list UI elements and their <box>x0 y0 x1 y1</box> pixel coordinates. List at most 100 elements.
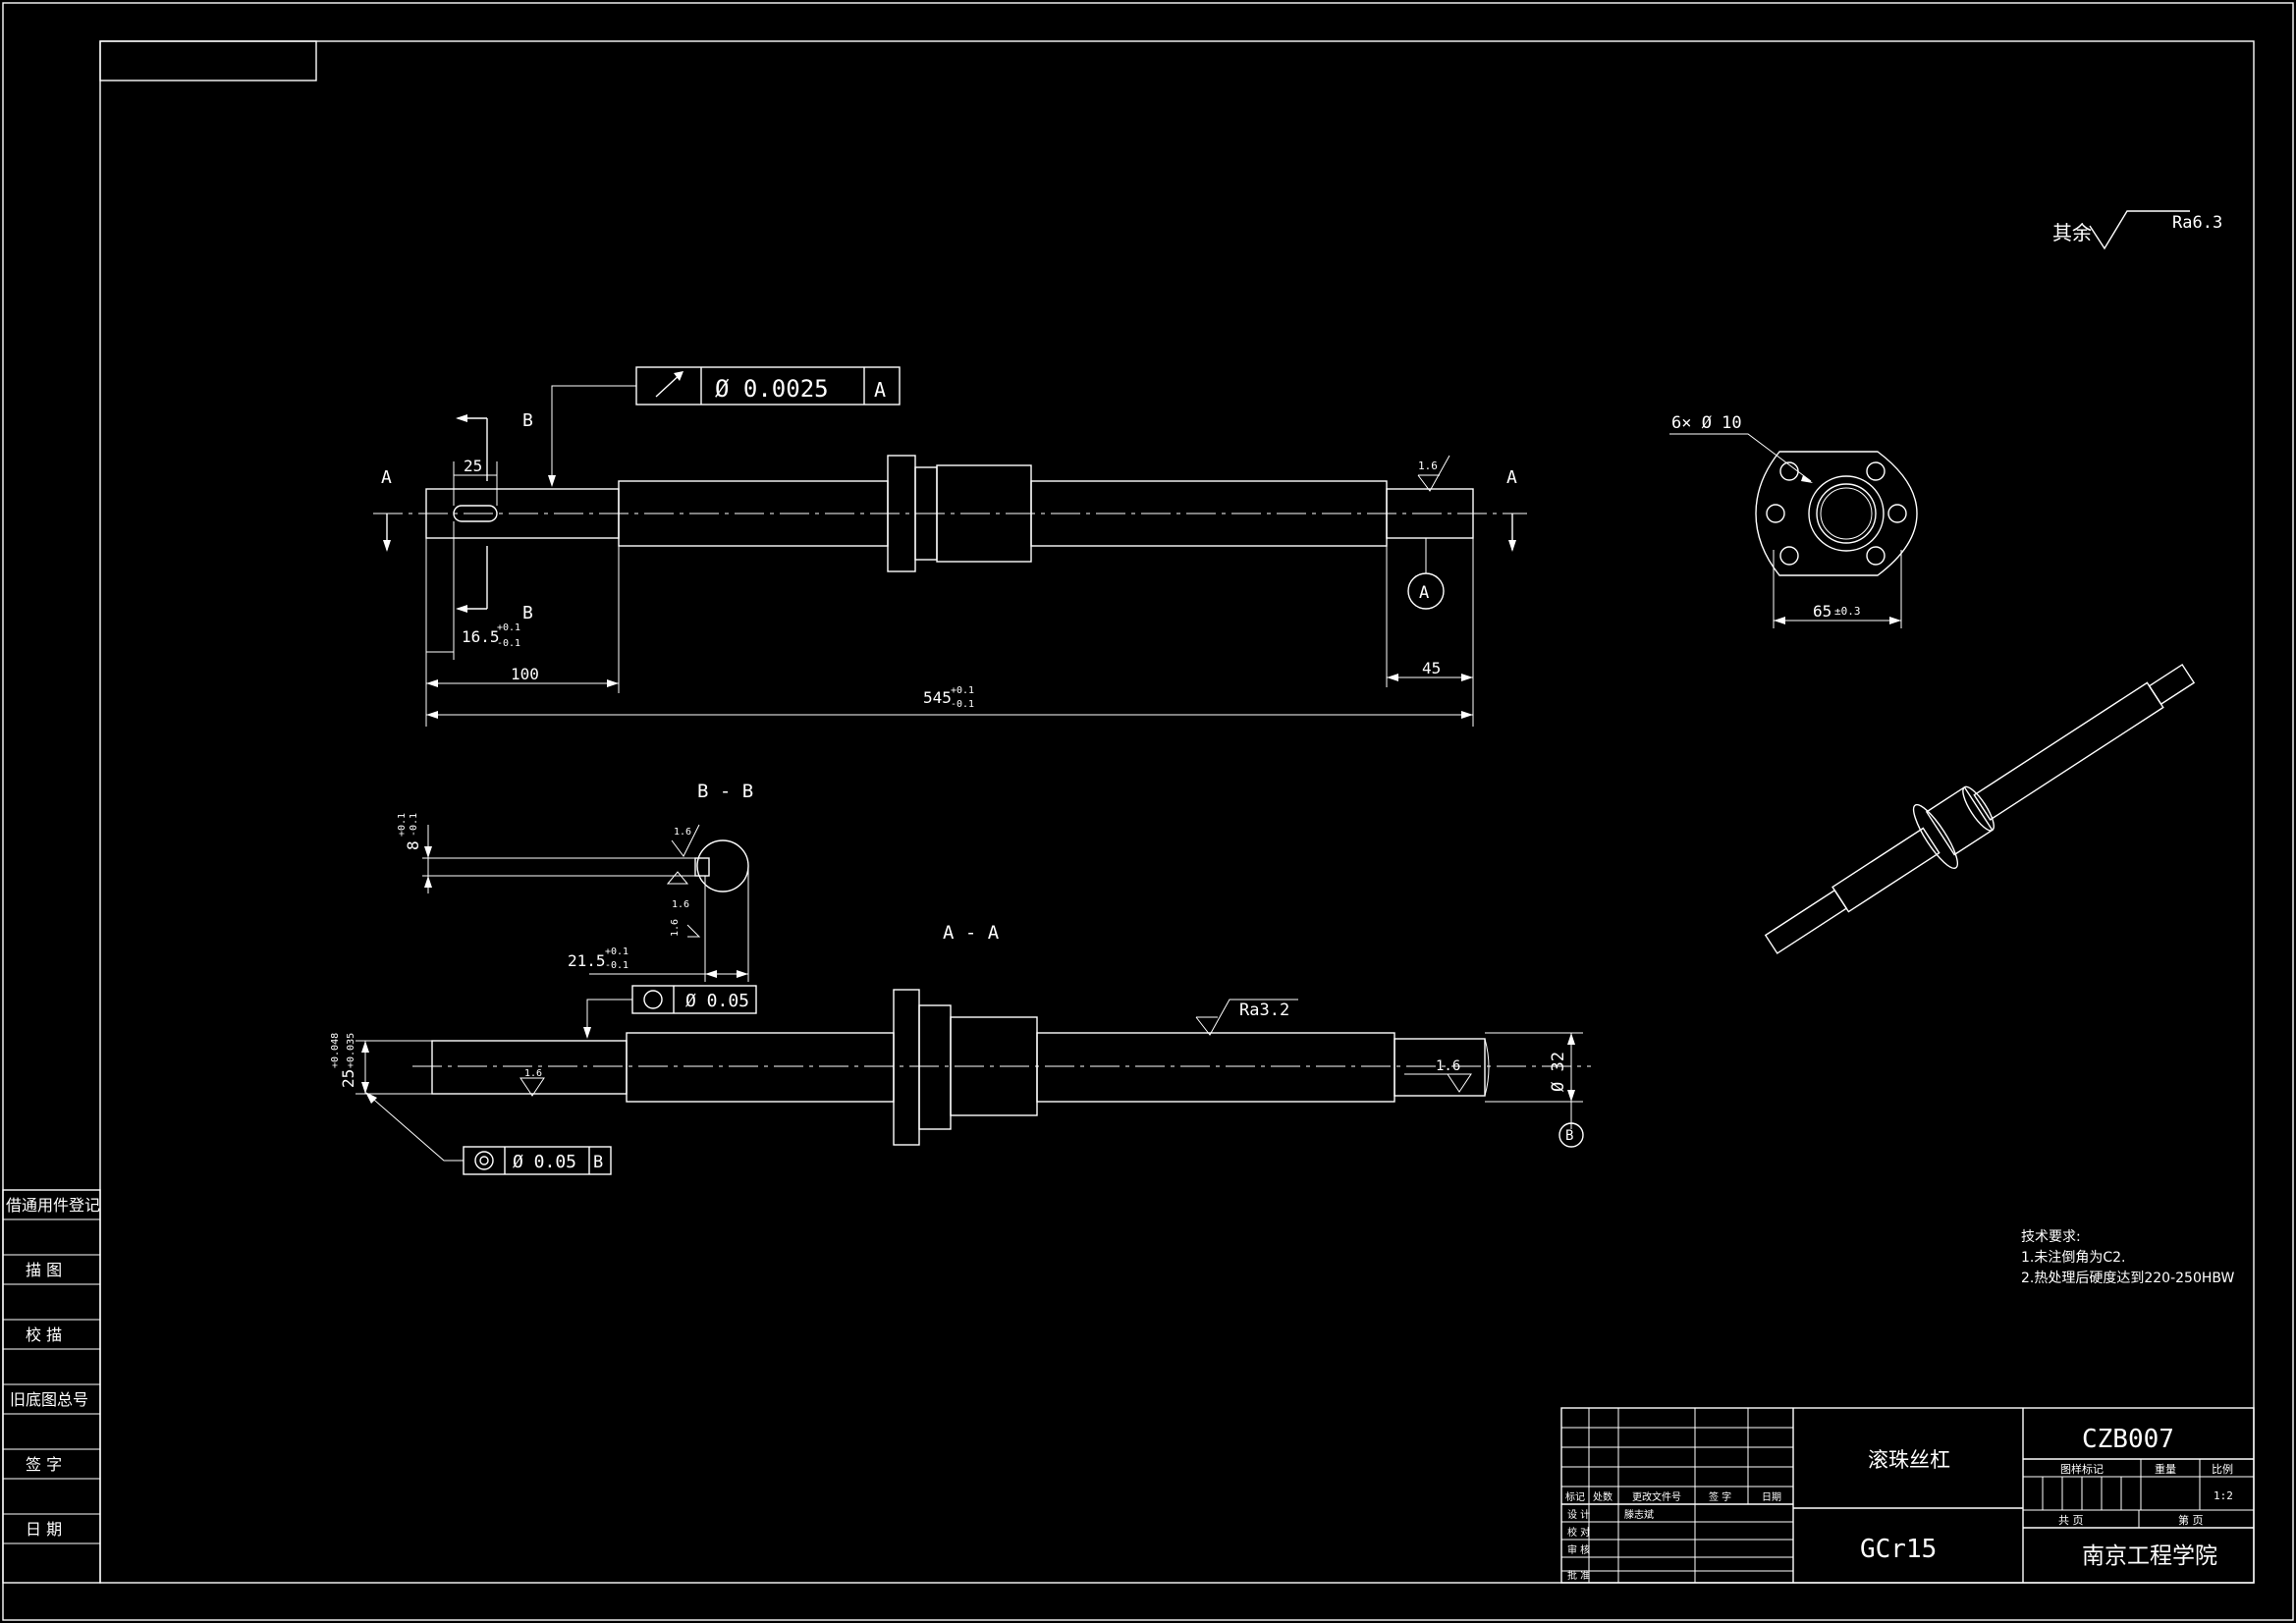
roughness-note: 其余 Ra6.3 <box>2052 210 2222 250</box>
dim-right-journal: 45 <box>1422 659 1441 677</box>
flange-pcd-value: 65 <box>1813 602 1831 621</box>
section-label-b-top: B <box>522 410 533 431</box>
runout-tolerance-value: Ø 0.0025 <box>715 375 829 403</box>
stage-label: 图样标记 <box>2060 1462 2104 1476</box>
roughness-note-value: Ra6.3 <box>2172 213 2222 233</box>
rev-header-date: 日期 <box>1762 1491 1781 1503</box>
sign-row-design: 设 计 <box>1567 1508 1590 1521</box>
isometric-view <box>1764 663 2196 954</box>
datum-b-label: B <box>1565 1128 1573 1144</box>
dim-total-tol-up: +0.1 <box>951 685 974 696</box>
aa-left-diameter-tol-lo: +0.035 <box>346 1033 356 1068</box>
rev-header-mark: 标记 <box>1565 1491 1585 1503</box>
runout-tolerance-datum: A <box>874 378 886 402</box>
sign-row-approve: 批 准 <box>1567 1569 1590 1582</box>
dim-left-journal: 100 <box>511 665 539 683</box>
tech-requirements: 技术要求: 1.未注倒角为C2. 2.热处理后硬度达到220-250HBW <box>2021 1229 2234 1286</box>
sign-row-check: 校 对 <box>1567 1526 1590 1539</box>
school-name: 南京工程学院 <box>2082 1543 2217 1569</box>
coaxiality-tolerance-datum: B <box>593 1153 603 1172</box>
flange-outline <box>1755 451 1918 576</box>
bb-width-value: 21.5 <box>568 951 606 970</box>
dim-total-tol-lo: -0.1 <box>951 699 974 710</box>
datum-a-circle <box>1407 572 1445 610</box>
datum-b-circle <box>1558 1122 1584 1148</box>
left-strip-item-5: 签 字 <box>26 1455 62 1474</box>
aa-left-diameter-tol-up: +0.048 <box>330 1033 341 1068</box>
aa-right-thread <box>1036 1032 1395 1103</box>
roughness-note-prefix: 其余 <box>2052 221 2092 244</box>
bb-depth-tol-up: +0.1 <box>397 813 408 837</box>
section-bb-title: B - B <box>697 781 753 802</box>
section-aa: A - A Ø 0.05 Ø 0.05 B <box>330 922 1591 1175</box>
section-bb: B - B 8 +0.1 -0.1 1.6 1.6 1.6 21.5 +0.1 … <box>397 781 753 982</box>
bb-roughness-3: 1.6 <box>670 919 681 937</box>
scale-label: 比例 <box>2212 1462 2233 1476</box>
keyway <box>453 505 498 522</box>
tech-requirements-title: 技术要求: <box>2021 1229 2081 1245</box>
flange-view: 6× Ø 10 65 ±0.3 <box>1669 413 1918 628</box>
aa-roughness-thread: Ra3.2 <box>1239 1001 1289 1020</box>
bb-roughness-1: 1.6 <box>674 827 691 838</box>
roughness-end-value: 1.6 <box>1418 460 1438 472</box>
drawing-number: CZB007 <box>2082 1425 2174 1454</box>
aa-roughness-left: 1.6 <box>524 1068 542 1079</box>
front-view: A A B B Ø 0.0025 A 1.6 A <box>373 366 1527 727</box>
tech-requirement-1: 1.未注倒角为C2. <box>2021 1250 2126 1266</box>
aa-roughness-right: 1.6 <box>1436 1058 1460 1074</box>
aa-nut-flange <box>893 989 920 1146</box>
dim-keyway-position-tol-up: +0.1 <box>497 622 520 633</box>
left-strip-item-1: 借通用件登记 <box>6 1196 100 1215</box>
bb-depth-tol-lo: -0.1 <box>409 813 419 837</box>
designer-name: 滕志斌 <box>1624 1508 1654 1521</box>
bb-depth-value: 8 <box>404 840 422 850</box>
coaxiality-tolerance-frame: Ø 0.05 B <box>365 1092 612 1175</box>
rev-header-sign: 签 字 <box>1709 1490 1731 1503</box>
section-label-b-bottom: B <box>522 603 533 623</box>
dim-keyway-position: 16.5 <box>462 627 500 646</box>
coaxiality-tolerance-value: Ø 0.05 <box>513 1152 576 1172</box>
flange-pcd-tol: ±0.3 <box>1834 605 1861 618</box>
tech-requirement-2: 2.热处理后硬度达到220-250HBW <box>2021 1271 2234 1286</box>
aa-left-journal <box>431 1040 628 1095</box>
material: GCr15 <box>1860 1535 1937 1564</box>
section-label-a-right: A <box>1506 467 1517 488</box>
aa-right-journal <box>1394 1038 1486 1097</box>
aa-nut-collar <box>918 1004 952 1130</box>
weight-label: 重量 <box>2155 1462 2176 1476</box>
roundness-tolerance-value: Ø 0.05 <box>685 991 749 1011</box>
sheet-number: 第 页 <box>2178 1513 2204 1527</box>
bb-width-tol-up: +0.1 <box>605 947 629 957</box>
front-dimensions: 25 16.5 +0.1 -0.1 100 45 545 +0.1 -0.1 <box>425 457 1474 727</box>
bb-width-tol-lo: -0.1 <box>605 960 629 971</box>
left-strip-item-4: 旧底图总号 <box>10 1390 88 1409</box>
roundness-icon <box>643 990 663 1009</box>
part-name: 滚珠丝杠 <box>1868 1448 1950 1472</box>
coaxiality-outer-icon <box>474 1151 494 1170</box>
dim-total-length: 545 <box>923 688 952 707</box>
revision-grid <box>1561 1408 1793 1583</box>
scale-value: 1:2 <box>2214 1489 2233 1502</box>
roughness-end-icon <box>1417 455 1450 492</box>
aa-left-diameter: 25 <box>339 1069 357 1088</box>
rev-header-doc: 更改文件号 <box>1632 1490 1681 1503</box>
roundness-tolerance-frame: Ø 0.05 <box>583 985 757 1039</box>
left-strip-item-2: 描 图 <box>26 1261 62 1279</box>
right-journal <box>1386 488 1474 539</box>
dim-keyway-position-tol-lo: -0.1 <box>497 638 520 649</box>
sign-row-review: 审 核 <box>1567 1543 1590 1556</box>
roughness-symbol-icon <box>2089 210 2190 250</box>
aa-right-diameter: Ø 32 <box>1549 1052 1568 1092</box>
left-strip-item-3: 校 描 <box>26 1325 62 1344</box>
sheets-total: 共 页 <box>2058 1514 2084 1527</box>
section-aa-title: A - A <box>943 922 1000 944</box>
dim-keyway-length: 25 <box>464 457 482 475</box>
runout-tolerance-frame: Ø 0.0025 A <box>548 366 901 487</box>
aa-left-thread <box>626 1032 895 1103</box>
rev-header-count: 处数 <box>1593 1490 1613 1503</box>
bb-roughness-2: 1.6 <box>672 899 689 910</box>
left-strip-item-6: 日 期 <box>26 1520 62 1539</box>
datum-a-label: A <box>1419 583 1429 603</box>
